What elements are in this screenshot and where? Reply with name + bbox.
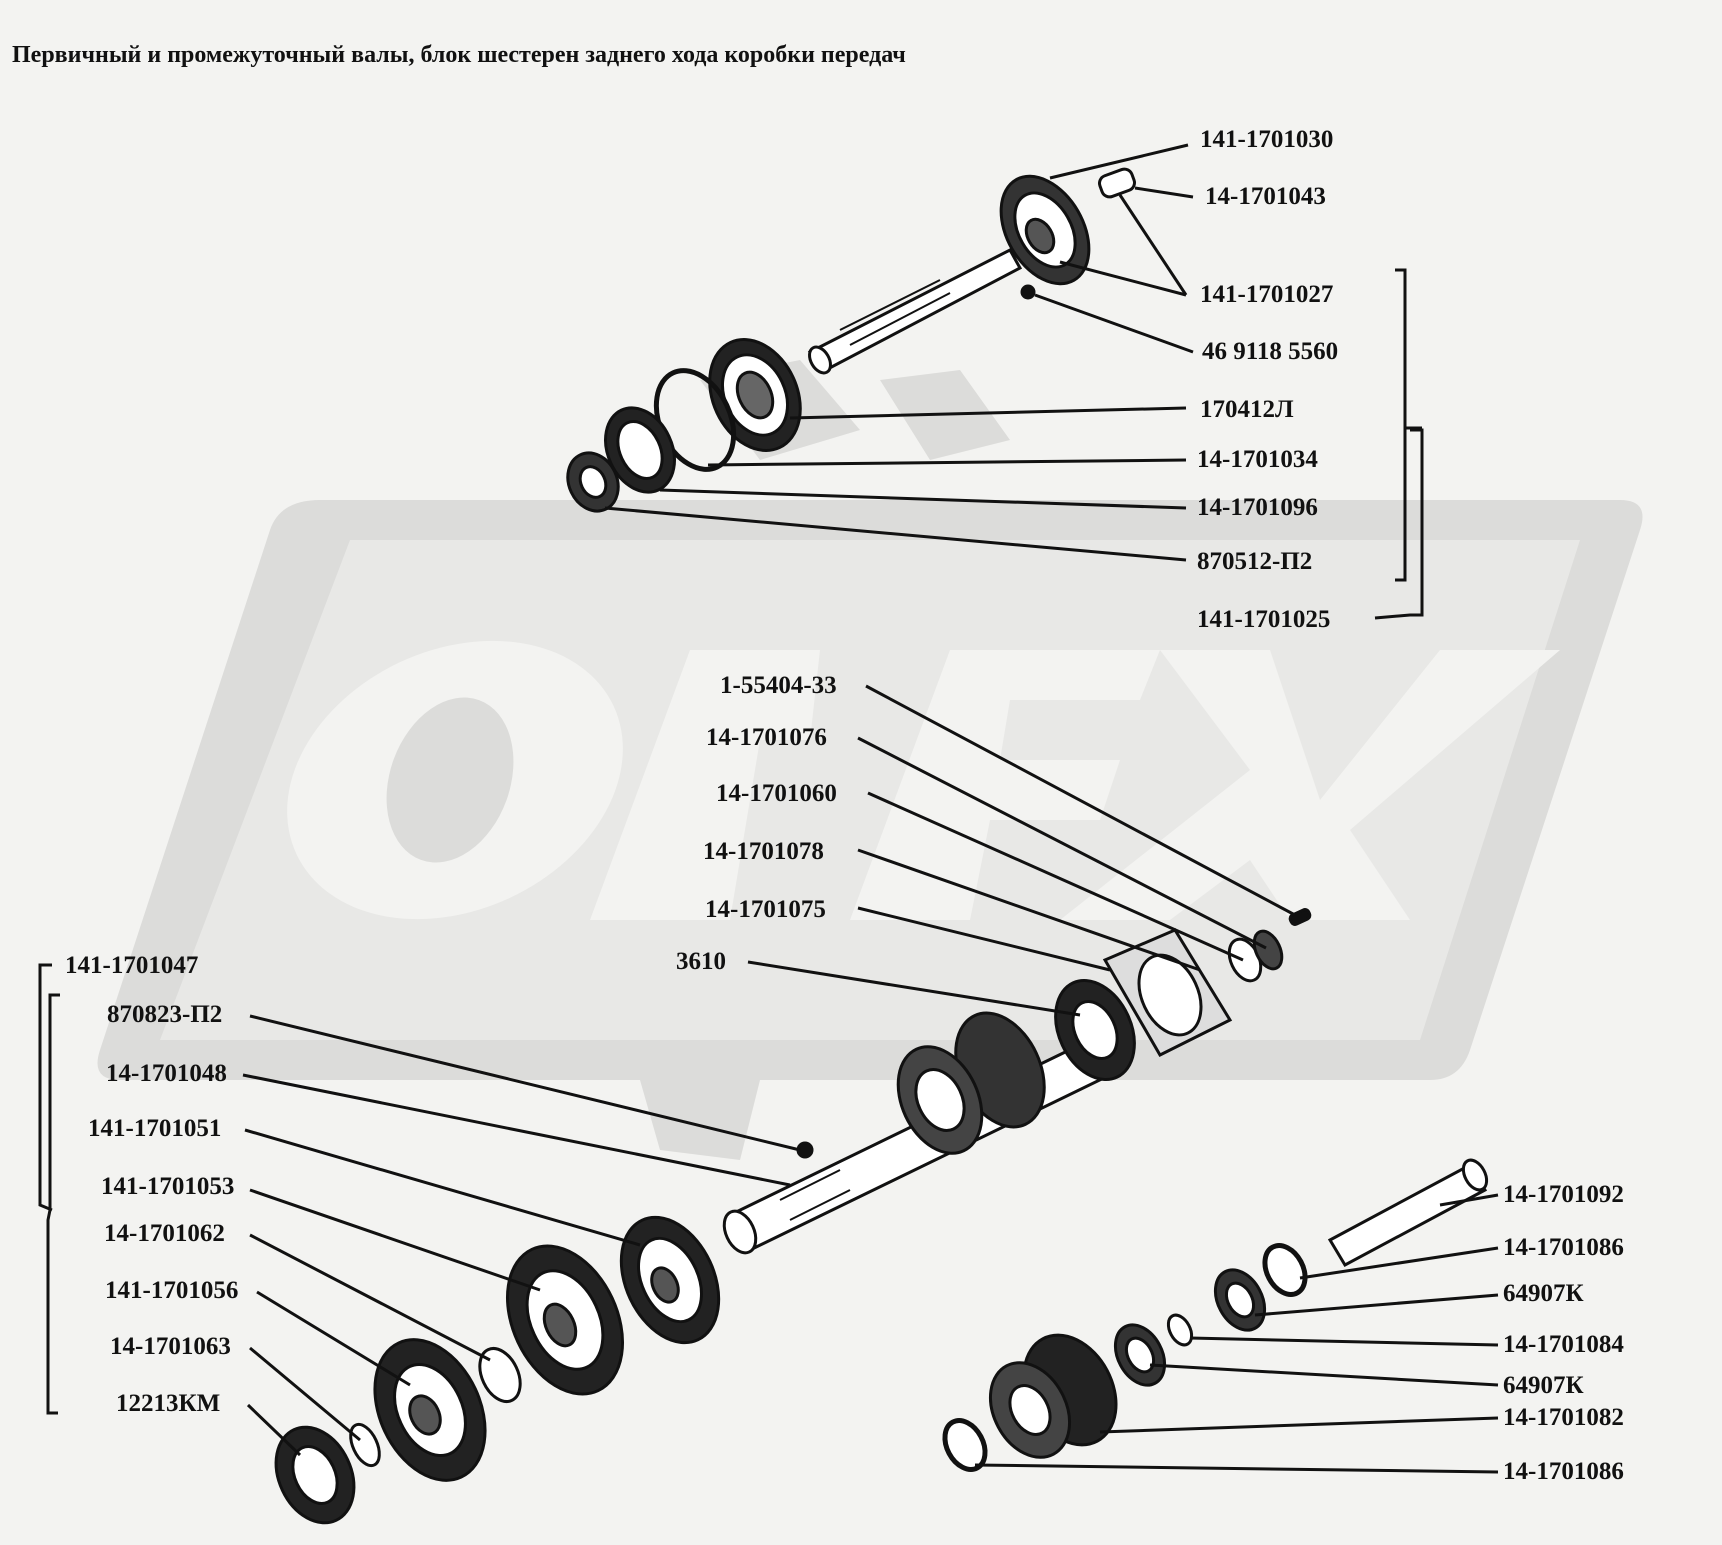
countershaft-gear-block <box>896 1011 1046 1155</box>
washer-14-1701076 <box>1252 929 1284 971</box>
gear-141-1701051 <box>619 1215 721 1345</box>
part-label: 141-1701027 <box>1200 281 1334 308</box>
leader-line <box>249 1233 491 1362</box>
bearing-3610 <box>1054 978 1136 1082</box>
part-label: 14-1701096 <box>1197 494 1318 521</box>
part-label: 141-1701030 <box>1200 126 1334 153</box>
part-label: 14-1701075 <box>705 896 826 923</box>
nut-870512 <box>566 451 620 513</box>
watermark-logo <box>97 360 1643 1160</box>
part-label: 14-1701060 <box>716 780 837 807</box>
leader-line <box>604 506 1187 562</box>
leader-line <box>1034 293 1194 354</box>
leader-line <box>857 736 1267 950</box>
leader-line <box>256 1290 411 1387</box>
leader-line <box>1299 1246 1499 1280</box>
leader-line <box>1118 194 1188 296</box>
leader-line <box>246 1403 302 1457</box>
part-label: 14-1701062 <box>104 1220 225 1247</box>
reverse-axle <box>1327 1158 1489 1267</box>
leader-line <box>242 1073 791 1187</box>
part-label: 870823-П2 <box>107 1001 223 1028</box>
reverse-gear-block <box>988 1333 1118 1459</box>
bracket-141-1701025-inner <box>1395 268 1422 582</box>
leader-line <box>857 906 1111 972</box>
part-label: 1-55404-33 <box>720 672 837 699</box>
brackets <box>38 268 1424 1415</box>
spacer-14-1701062 <box>478 1347 522 1403</box>
input-shaft-assembly <box>566 167 1136 513</box>
part-label: 64907К <box>1503 1280 1584 1307</box>
part-label: 141-1701053 <box>101 1173 235 1200</box>
input-shaft <box>807 248 1023 375</box>
countershaft-assembly <box>274 908 1312 1525</box>
part-label: 3610 <box>676 948 726 975</box>
part-label: 14-1701063 <box>110 1333 231 1360</box>
bearing-14-1701096 <box>604 406 676 494</box>
part-label: 14-1701043 <box>1205 183 1326 210</box>
bolt-1-55404-33 <box>1288 908 1312 926</box>
washer-14-1701086-bottom <box>942 1418 988 1472</box>
leader-line <box>1099 1416 1499 1434</box>
leader-line <box>867 791 1244 962</box>
part-label: 870512-П2 <box>1197 548 1313 575</box>
ball-part <box>1020 284 1036 300</box>
leader-lines <box>242 143 1499 1474</box>
bracket-141-1701047-inner <box>46 993 60 1415</box>
leader-line <box>974 1463 1499 1474</box>
spacer-14-1701084 <box>1166 1313 1194 1347</box>
part-label: 14-1701082 <box>1503 1404 1624 1431</box>
leader-line <box>789 406 1187 420</box>
leader-line <box>1059 260 1187 297</box>
leader-line <box>249 1188 541 1292</box>
gear-141-1701056 <box>373 1338 487 1482</box>
part-label: 141-1701056 <box>105 1277 239 1304</box>
part-label: 14-1701092 <box>1503 1181 1624 1208</box>
leader-line <box>857 848 1201 972</box>
leader-line <box>659 488 1187 510</box>
bearing-64907-b <box>1113 1323 1167 1387</box>
part-label: 14-1701086 <box>1503 1234 1624 1261</box>
leader-line <box>865 684 1296 917</box>
gear-141-1701053 <box>505 1244 625 1396</box>
leader-line <box>1049 143 1189 180</box>
ring-14-1701063 <box>349 1422 381 1468</box>
part-label: 14-1701076 <box>706 724 827 751</box>
assembly-label: 141-1701025 <box>1197 606 1331 633</box>
part-label: 14-1701078 <box>703 838 824 865</box>
roller-part <box>1098 167 1136 199</box>
bracket-141-1701025-outer <box>1374 428 1424 620</box>
leader-line <box>1134 186 1194 199</box>
leader-line <box>1149 1363 1499 1387</box>
reverse-gear-assembly <box>942 1158 1489 1472</box>
part-label: 170412Л <box>1200 396 1294 423</box>
part-label: 14-1701034 <box>1197 446 1318 473</box>
part-label: 64907К <box>1503 1372 1584 1399</box>
input-shaft-gear <box>999 174 1091 286</box>
leader-line <box>707 458 1187 467</box>
bearing-64907-a <box>1213 1268 1267 1332</box>
part-label: 14-1701086 <box>1503 1458 1624 1485</box>
bearing-cover <box>1102 928 1233 1057</box>
leader-line <box>1254 1293 1499 1317</box>
leader-line <box>1189 1336 1499 1347</box>
part-label: 141-1701051 <box>88 1115 222 1142</box>
leader-line <box>747 960 1081 1017</box>
leader-line <box>249 1014 801 1152</box>
leader-line <box>249 1346 361 1442</box>
part-label: 14-1701084 <box>1503 1331 1624 1358</box>
key-870823 <box>796 1141 814 1159</box>
part-label: 12213КМ <box>116 1390 221 1417</box>
page-title: Первичный и промежуточный валы, блок шес… <box>12 42 906 68</box>
part-label: 46 9118 5560 <box>1202 338 1339 365</box>
bracket-141-1701047-outer <box>38 963 53 1212</box>
leader-line <box>244 1128 641 1247</box>
washer-14-1701086-top <box>1262 1243 1308 1297</box>
part-label: 14-1701048 <box>106 1060 227 1087</box>
leader-line <box>1439 1193 1499 1207</box>
assembly-label: 141-1701047 <box>65 952 199 979</box>
